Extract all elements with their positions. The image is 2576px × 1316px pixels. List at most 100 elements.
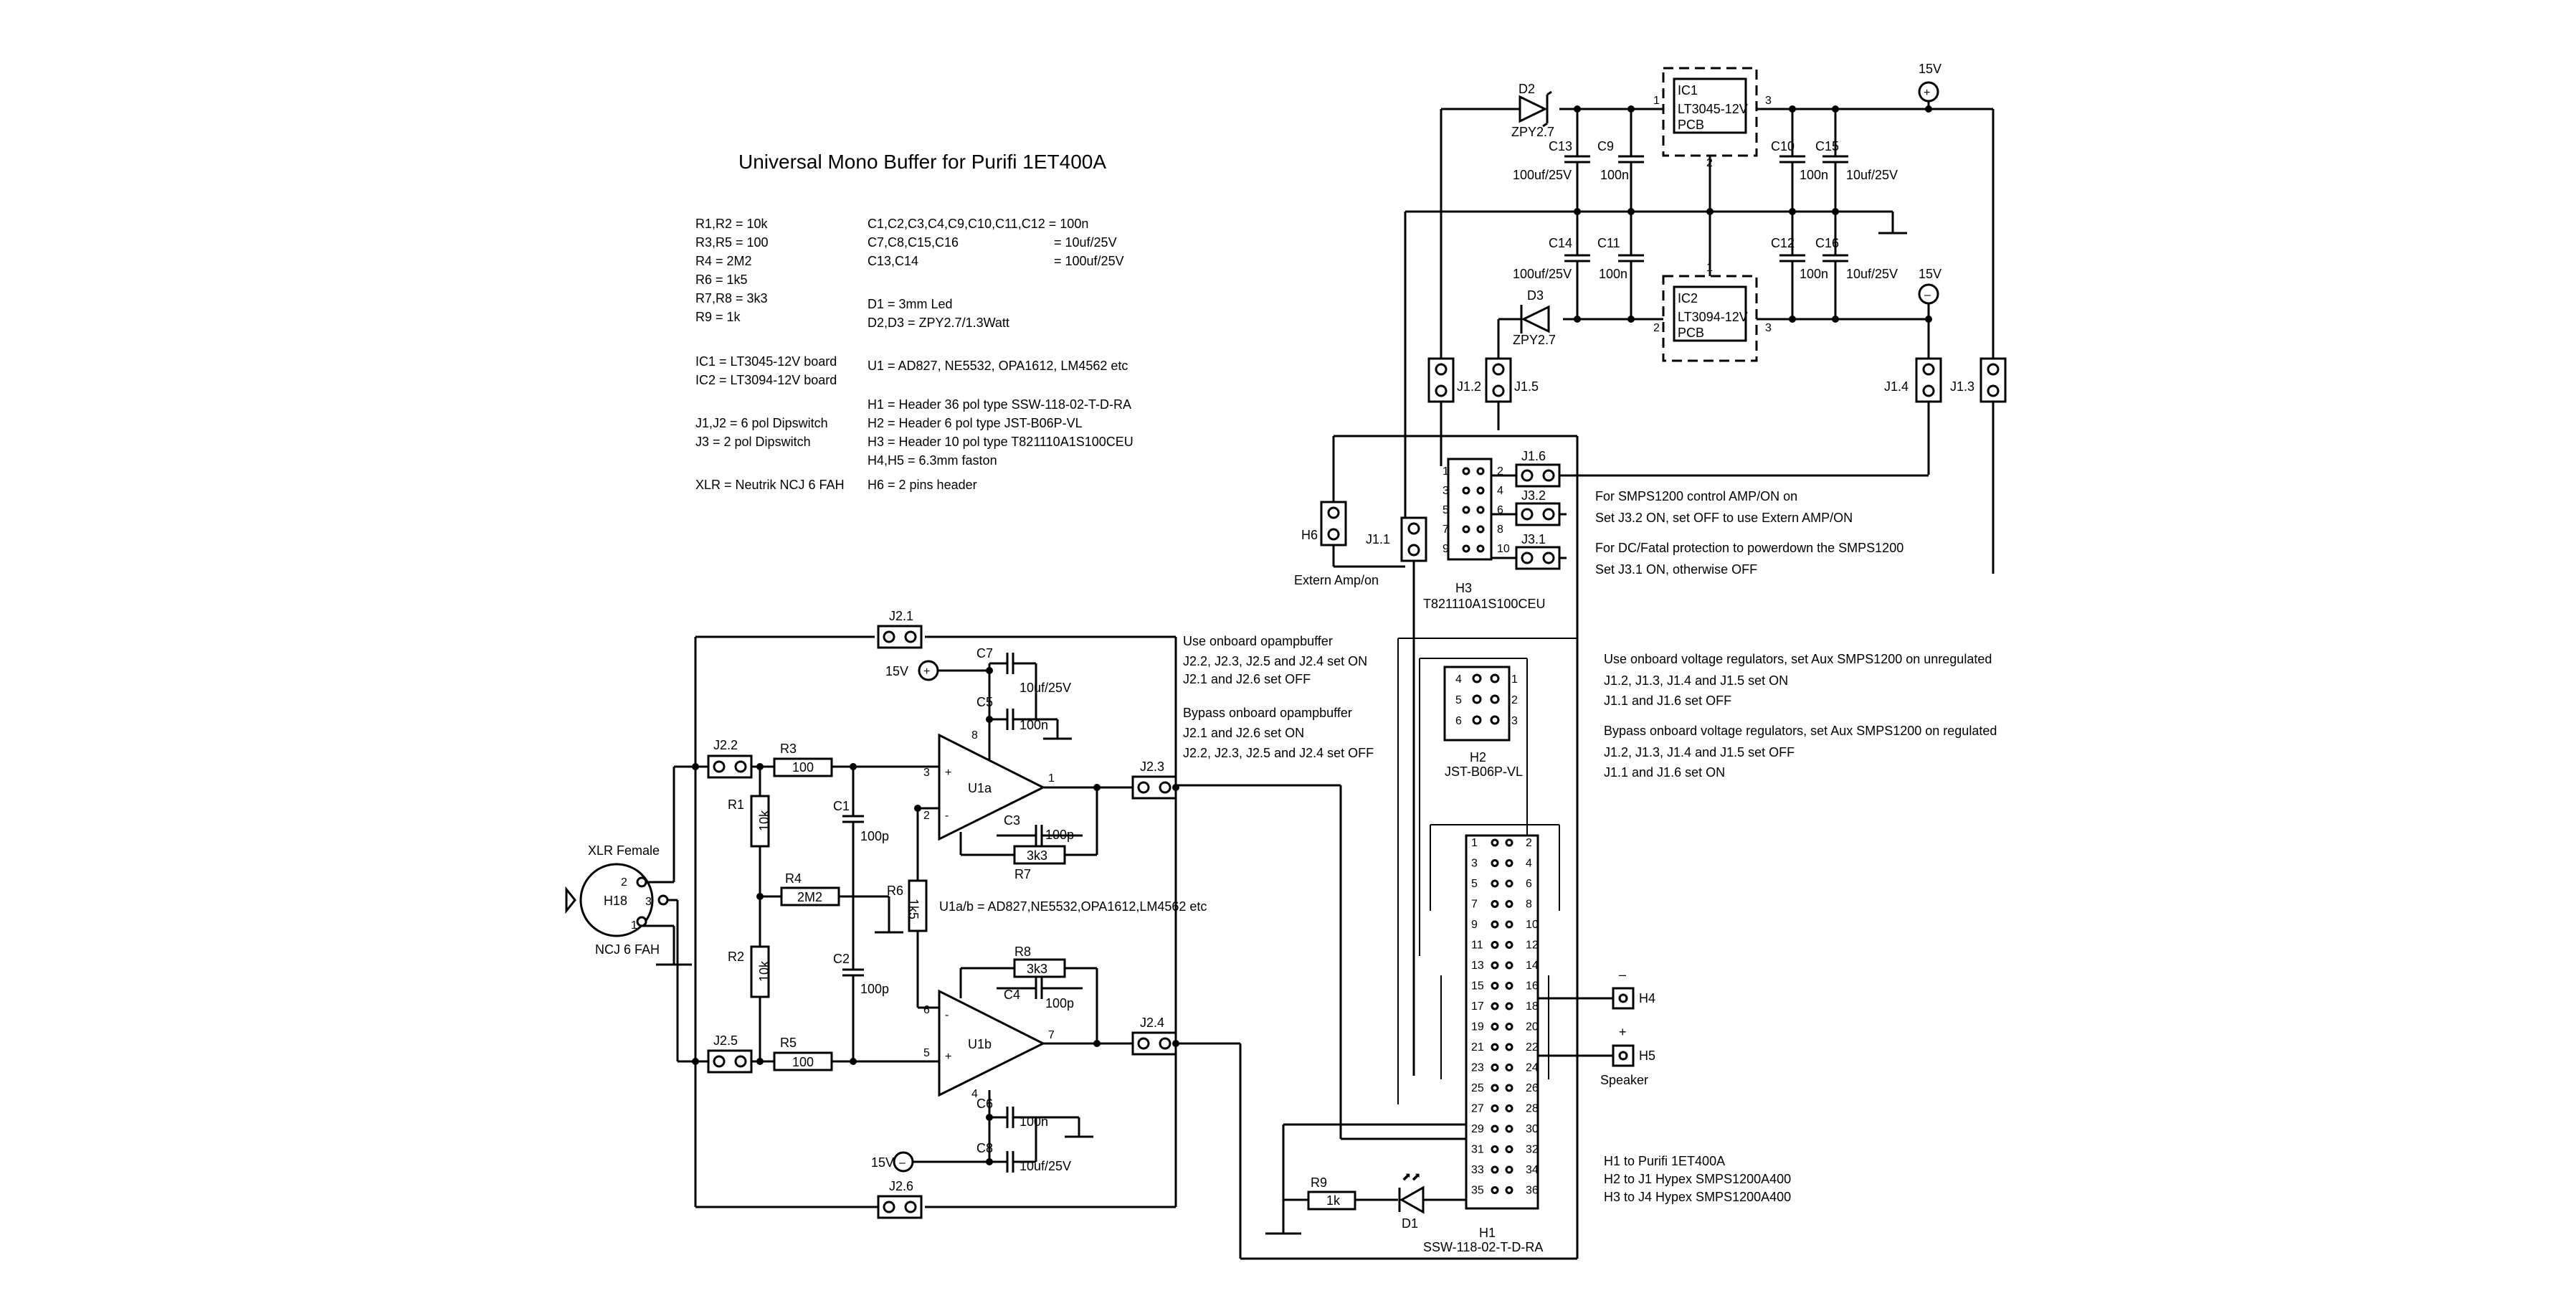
h1-pin-label: 3	[1471, 858, 1478, 870]
header-h1: 1357911131517192123252729313335246810121…	[1423, 834, 1543, 1254]
svg-text:-: -	[945, 1009, 949, 1021]
svg-text:J1.5: J1.5	[1514, 379, 1539, 394]
svg-text:3: 3	[1765, 322, 1772, 334]
svg-text:15V: 15V	[1919, 267, 1941, 281]
jumper-j1-6: J1.6	[1515, 449, 1561, 488]
junction-dot	[850, 763, 857, 770]
bom-left-item: IC2 = LT3094-12V board	[695, 373, 837, 387]
svg-text:15V: 15V	[885, 664, 908, 678]
svg-text:H4: H4	[1639, 991, 1655, 1005]
h3-pin	[1462, 525, 1470, 534]
jumper-j1-3: J1.3	[1950, 357, 2007, 403]
bom-right-item: H6 = 2 pins header	[868, 478, 977, 492]
svg-text:T821110A1S100CEU: T821110A1S100CEU	[1423, 597, 1545, 611]
jumper-j2-3: J2.3	[1131, 759, 1177, 800]
h1-pin	[1505, 1064, 1513, 1071]
svg-text:100n: 100n	[1600, 168, 1629, 182]
svg-text:C1: C1	[833, 799, 850, 813]
bom-right-item: H4,H5 = 6.3mm faston	[868, 453, 997, 468]
h1-pin	[1491, 1023, 1499, 1031]
h3-pin-label: 7	[1443, 524, 1449, 536]
bom-left-item: R6 = 1k5	[695, 273, 748, 287]
bom-left-item: IC1 = LT3045-12V board	[695, 354, 837, 369]
svg-text:C5: C5	[976, 695, 993, 709]
svg-text:10uf/25V: 10uf/25V	[1846, 267, 1898, 281]
svg-text:R2: R2	[728, 950, 744, 964]
svg-text:+: +	[945, 767, 951, 779]
h1-pin-label: 15	[1471, 980, 1484, 993]
h1-pin	[1491, 1186, 1499, 1194]
svg-text:C12: C12	[1771, 236, 1795, 250]
h1-pin	[1505, 879, 1513, 888]
svg-text:1: 1	[1653, 95, 1660, 107]
svg-text:J3.2: J3.2	[1521, 488, 1546, 503]
h3-pin	[1462, 506, 1470, 514]
note-line: Bypass onboard voltage regulators, set A…	[1604, 724, 1997, 738]
ic2-box	[1673, 285, 1747, 342]
bom-left-item: R4 = 2M2	[695, 254, 752, 268]
svg-text:C6: C6	[976, 1097, 993, 1111]
h1-pin-label: 6	[1526, 878, 1532, 890]
svg-text:100n: 100n	[1020, 1114, 1048, 1129]
svg-text:J2.4: J2.4	[1140, 1016, 1164, 1030]
jumper-j2-6: J2.6	[877, 1179, 923, 1219]
junction-dot	[1789, 316, 1796, 323]
h1-pin-label: 33	[1471, 1164, 1484, 1176]
opamp-u1b	[938, 989, 1046, 1097]
bom-left-item: J1,J2 = 6 pol Dipswitch	[695, 416, 828, 430]
note-line: J2.1 and J2.6 set ON	[1183, 726, 1304, 740]
svg-text:J1.3: J1.3	[1950, 379, 1974, 394]
h1-pin-label: 35	[1471, 1185, 1484, 1197]
h1-pin-label: 8	[1526, 899, 1532, 911]
h1-pin	[1491, 941, 1499, 949]
note-line: Use onboard opampbuffer	[1183, 634, 1333, 648]
note-line: J1.1 and J1.6 set ON	[1604, 765, 1725, 780]
h2-pin	[1490, 694, 1500, 704]
svg-text:100n: 100n	[1800, 168, 1828, 182]
junction-dot	[692, 1058, 699, 1065]
h1-pin	[1491, 879, 1499, 888]
bom-left-item: R9 = 1k	[695, 310, 741, 324]
svg-text:R7: R7	[1014, 867, 1031, 881]
junction-dot	[1172, 1040, 1179, 1047]
h1-pin-label: 16	[1526, 980, 1539, 993]
bom-right-item: H3 = Header 10 pol type T821110A1S100CEU	[868, 435, 1133, 449]
h1-pin-label: 17	[1471, 1000, 1484, 1013]
note-line: For DC/Fatal protection to powerdown the…	[1595, 541, 1904, 555]
h1-pin-label: 9	[1471, 919, 1478, 931]
svg-text:R4: R4	[785, 871, 802, 886]
svg-text:J2.1: J2.1	[889, 609, 913, 623]
svg-text:15V: 15V	[871, 1155, 894, 1170]
junction-dot	[986, 667, 993, 674]
svg-text:H5: H5	[1639, 1048, 1655, 1063]
bom-right-list: C1,C2,C3,C4,C9,C10,C11,C12 = 100nC7,C8,C…	[868, 217, 1133, 492]
svg-text:6: 6	[923, 1004, 930, 1016]
bom-right-item: D2,D3 = ZPY2.7/1.3Watt	[868, 316, 1009, 330]
svg-text:Speaker: Speaker	[1600, 1073, 1648, 1087]
h1-pin	[1505, 1104, 1513, 1112]
note-line: Set J3.1 ON, otherwise OFF	[1595, 562, 1757, 577]
h1-pin	[1491, 1064, 1499, 1071]
svg-text:JST-B06P-VL: JST-B06P-VL	[1445, 764, 1523, 779]
svg-text:100uf/25V: 100uf/25V	[1513, 168, 1572, 182]
svg-text:C3: C3	[1004, 813, 1020, 828]
svg-text:U1b: U1b	[968, 1037, 992, 1051]
svg-text:C16: C16	[1815, 236, 1839, 250]
junction-dot	[986, 716, 993, 723]
h3-pin-label: 8	[1497, 524, 1503, 536]
jumper-notes-mid: Use onboard voltage regulators, set Aux …	[1604, 652, 1997, 780]
zener-d3: D3 ZPY2.7	[1497, 288, 1556, 359]
svg-text:J1.1: J1.1	[1366, 532, 1390, 546]
h3-pin-label: 2	[1497, 465, 1503, 478]
h1-pin	[1491, 900, 1499, 908]
jumper-j2-1: J2.1	[877, 609, 923, 649]
bom-right-item: D1 = 3mm Led	[868, 297, 953, 311]
h1-pin	[1491, 1002, 1499, 1010]
svg-text:-: -	[945, 810, 949, 822]
jumper-j1-1: J1.1	[1366, 516, 1427, 562]
svg-text:J2.3: J2.3	[1140, 759, 1164, 774]
svg-text:+: +	[945, 1051, 951, 1063]
h1-pin-label: 26	[1526, 1082, 1539, 1094]
h1-pin	[1505, 961, 1513, 970]
svg-text:C11: C11	[1597, 236, 1620, 250]
